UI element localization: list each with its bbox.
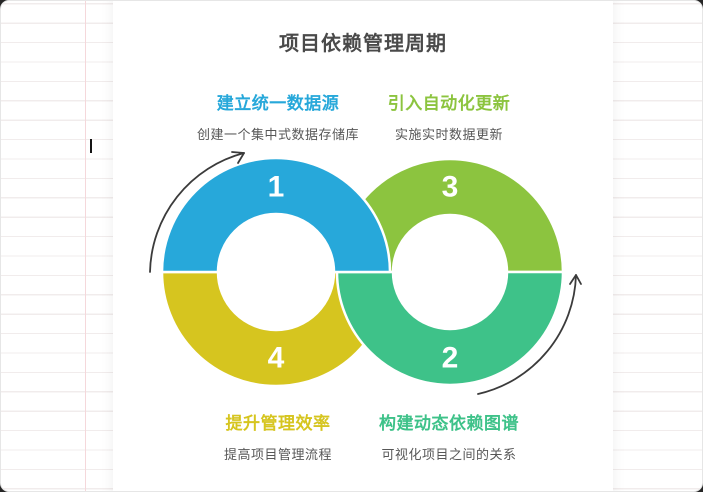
step-1-subtitle: 创建一个集中式数据存储库: [196, 127, 359, 142]
margin-guide-line: [85, 1, 86, 491]
step-3-title: 引入自动化更新: [387, 94, 511, 113]
step-3-subtitle: 实施实时数据更新: [394, 127, 503, 142]
step-2-subtitle: 可视化项目之间的关系: [381, 447, 517, 462]
step-4-label: 提升管理效率 提高项目管理流程: [178, 409, 378, 463]
infographic-card: 项目依赖管理周期 建立统一数据源 创建一个集中式数据存储库 引入自动化更新 实施…: [113, 1, 613, 491]
step-2-title: 构建动态依赖图谱: [379, 414, 519, 433]
step-1-title: 建立统一数据源: [216, 94, 340, 113]
step-2-label: 构建动态依赖图谱 可视化项目之间的关系: [349, 409, 549, 463]
step-3-label: 引入自动化更新 实施实时数据更新: [349, 89, 549, 143]
text-cursor: [90, 139, 92, 153]
page-title: 项目依赖管理周期: [279, 33, 447, 55]
step-1-label: 建立统一数据源 创建一个集中式数据存储库: [178, 89, 378, 143]
step-4-title: 提升管理效率: [225, 414, 331, 433]
step-4-subtitle: 提高项目管理流程: [223, 447, 332, 462]
